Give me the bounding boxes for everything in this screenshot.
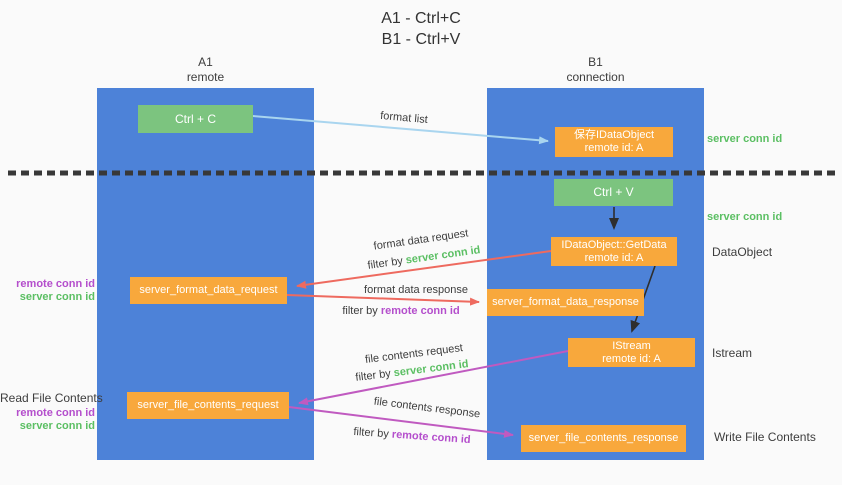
annotation-server-conn-id: server conn id [19, 420, 95, 432]
node-ctrl-v-label: Ctrl + V [593, 185, 634, 199]
annotation-server-conn-id: server conn id [19, 291, 95, 303]
lane-b1-id: B1 [588, 55, 603, 69]
node-format-request-label: server_format_data_request [139, 284, 278, 296]
flow-label-format-data-response: format data response [364, 284, 468, 296]
filter-key-remote-conn-id: remote conn id [380, 305, 460, 317]
node-getdata-line2: remote id: A [584, 251, 644, 264]
node-file-request-label: server_file_contents_request [137, 399, 279, 411]
annotation-server-conn-id-mid: server conn id [707, 211, 783, 223]
node-server-file-contents-request: server_file_contents_request [127, 392, 289, 419]
file-contents-response-arrow [288, 406, 514, 438]
format-data-request-arrow [296, 250, 552, 289]
annotation-remote-conn-id: remote conn id [16, 407, 95, 419]
annotation-conn-id-pair-2: remote conn id server conn id [0, 407, 95, 433]
format-data-response-arrow [286, 294, 480, 306]
node-istream-line2: remote id: A [602, 352, 661, 365]
format-list-arrow [252, 115, 549, 145]
annotation-istream: Istream [712, 346, 753, 360]
node-ctrl-v: Ctrl + V [554, 179, 673, 206]
node-istream: IStream remote id: A [568, 338, 695, 367]
node-file-response-label: server_file_contents_response [528, 432, 679, 444]
file-contents-request-arrow [298, 350, 569, 406]
node-server-file-contents-response: server_file_contents_response [521, 425, 686, 452]
node-save-idataobject: 保存IDataObject remote id: A [555, 127, 673, 157]
annotation-dataobject: DataObject [712, 245, 773, 259]
flow-label-filter-remote-1: filter by remote conn id [342, 305, 459, 317]
node-getdata-line1: IDataObject::GetData [561, 238, 667, 251]
node-istream-line1: IStream [612, 339, 651, 352]
lane-header-a1: A1 remote [97, 55, 314, 85]
annotation-write-file-contents: Write File Contents [714, 430, 816, 444]
node-save-idataobject-line1: 保存IDataObject [573, 129, 655, 141]
node-ctrl-c: Ctrl + C [138, 105, 253, 133]
node-format-response-label: server_format_data_response [492, 296, 639, 308]
annotation-remote-conn-id: remote conn id [16, 278, 95, 290]
filter-prefix: filter by [342, 305, 381, 317]
node-server-format-data-response: server_format_data_response [487, 289, 644, 316]
title-line-2: B1 - Ctrl+V [381, 31, 461, 48]
node-ctrl-c-label: Ctrl + C [174, 111, 216, 126]
annotation-read-file-contents: Read File Contents [0, 391, 103, 405]
annotation-conn-id-pair-1: remote conn id server conn id [0, 278, 95, 304]
diagram-title: A1 - Ctrl+C B1 - Ctrl+V [0, 8, 842, 50]
node-idataobject-getdata: IDataObject::GetData remote id: A [551, 237, 677, 266]
lane-a1-id: A1 [198, 55, 213, 69]
node-save-idataobject-line2: remote id: A [584, 142, 644, 154]
title-line-1: A1 - Ctrl+C [381, 10, 461, 27]
annotation-server-conn-id-top: server conn id [707, 133, 783, 145]
lane-a1-name: remote [186, 70, 225, 84]
lane-b1-name: connection [566, 70, 625, 84]
node-server-format-data-request: server_format_data_request [130, 277, 287, 304]
lane-header-b1: B1 connection [487, 55, 704, 85]
